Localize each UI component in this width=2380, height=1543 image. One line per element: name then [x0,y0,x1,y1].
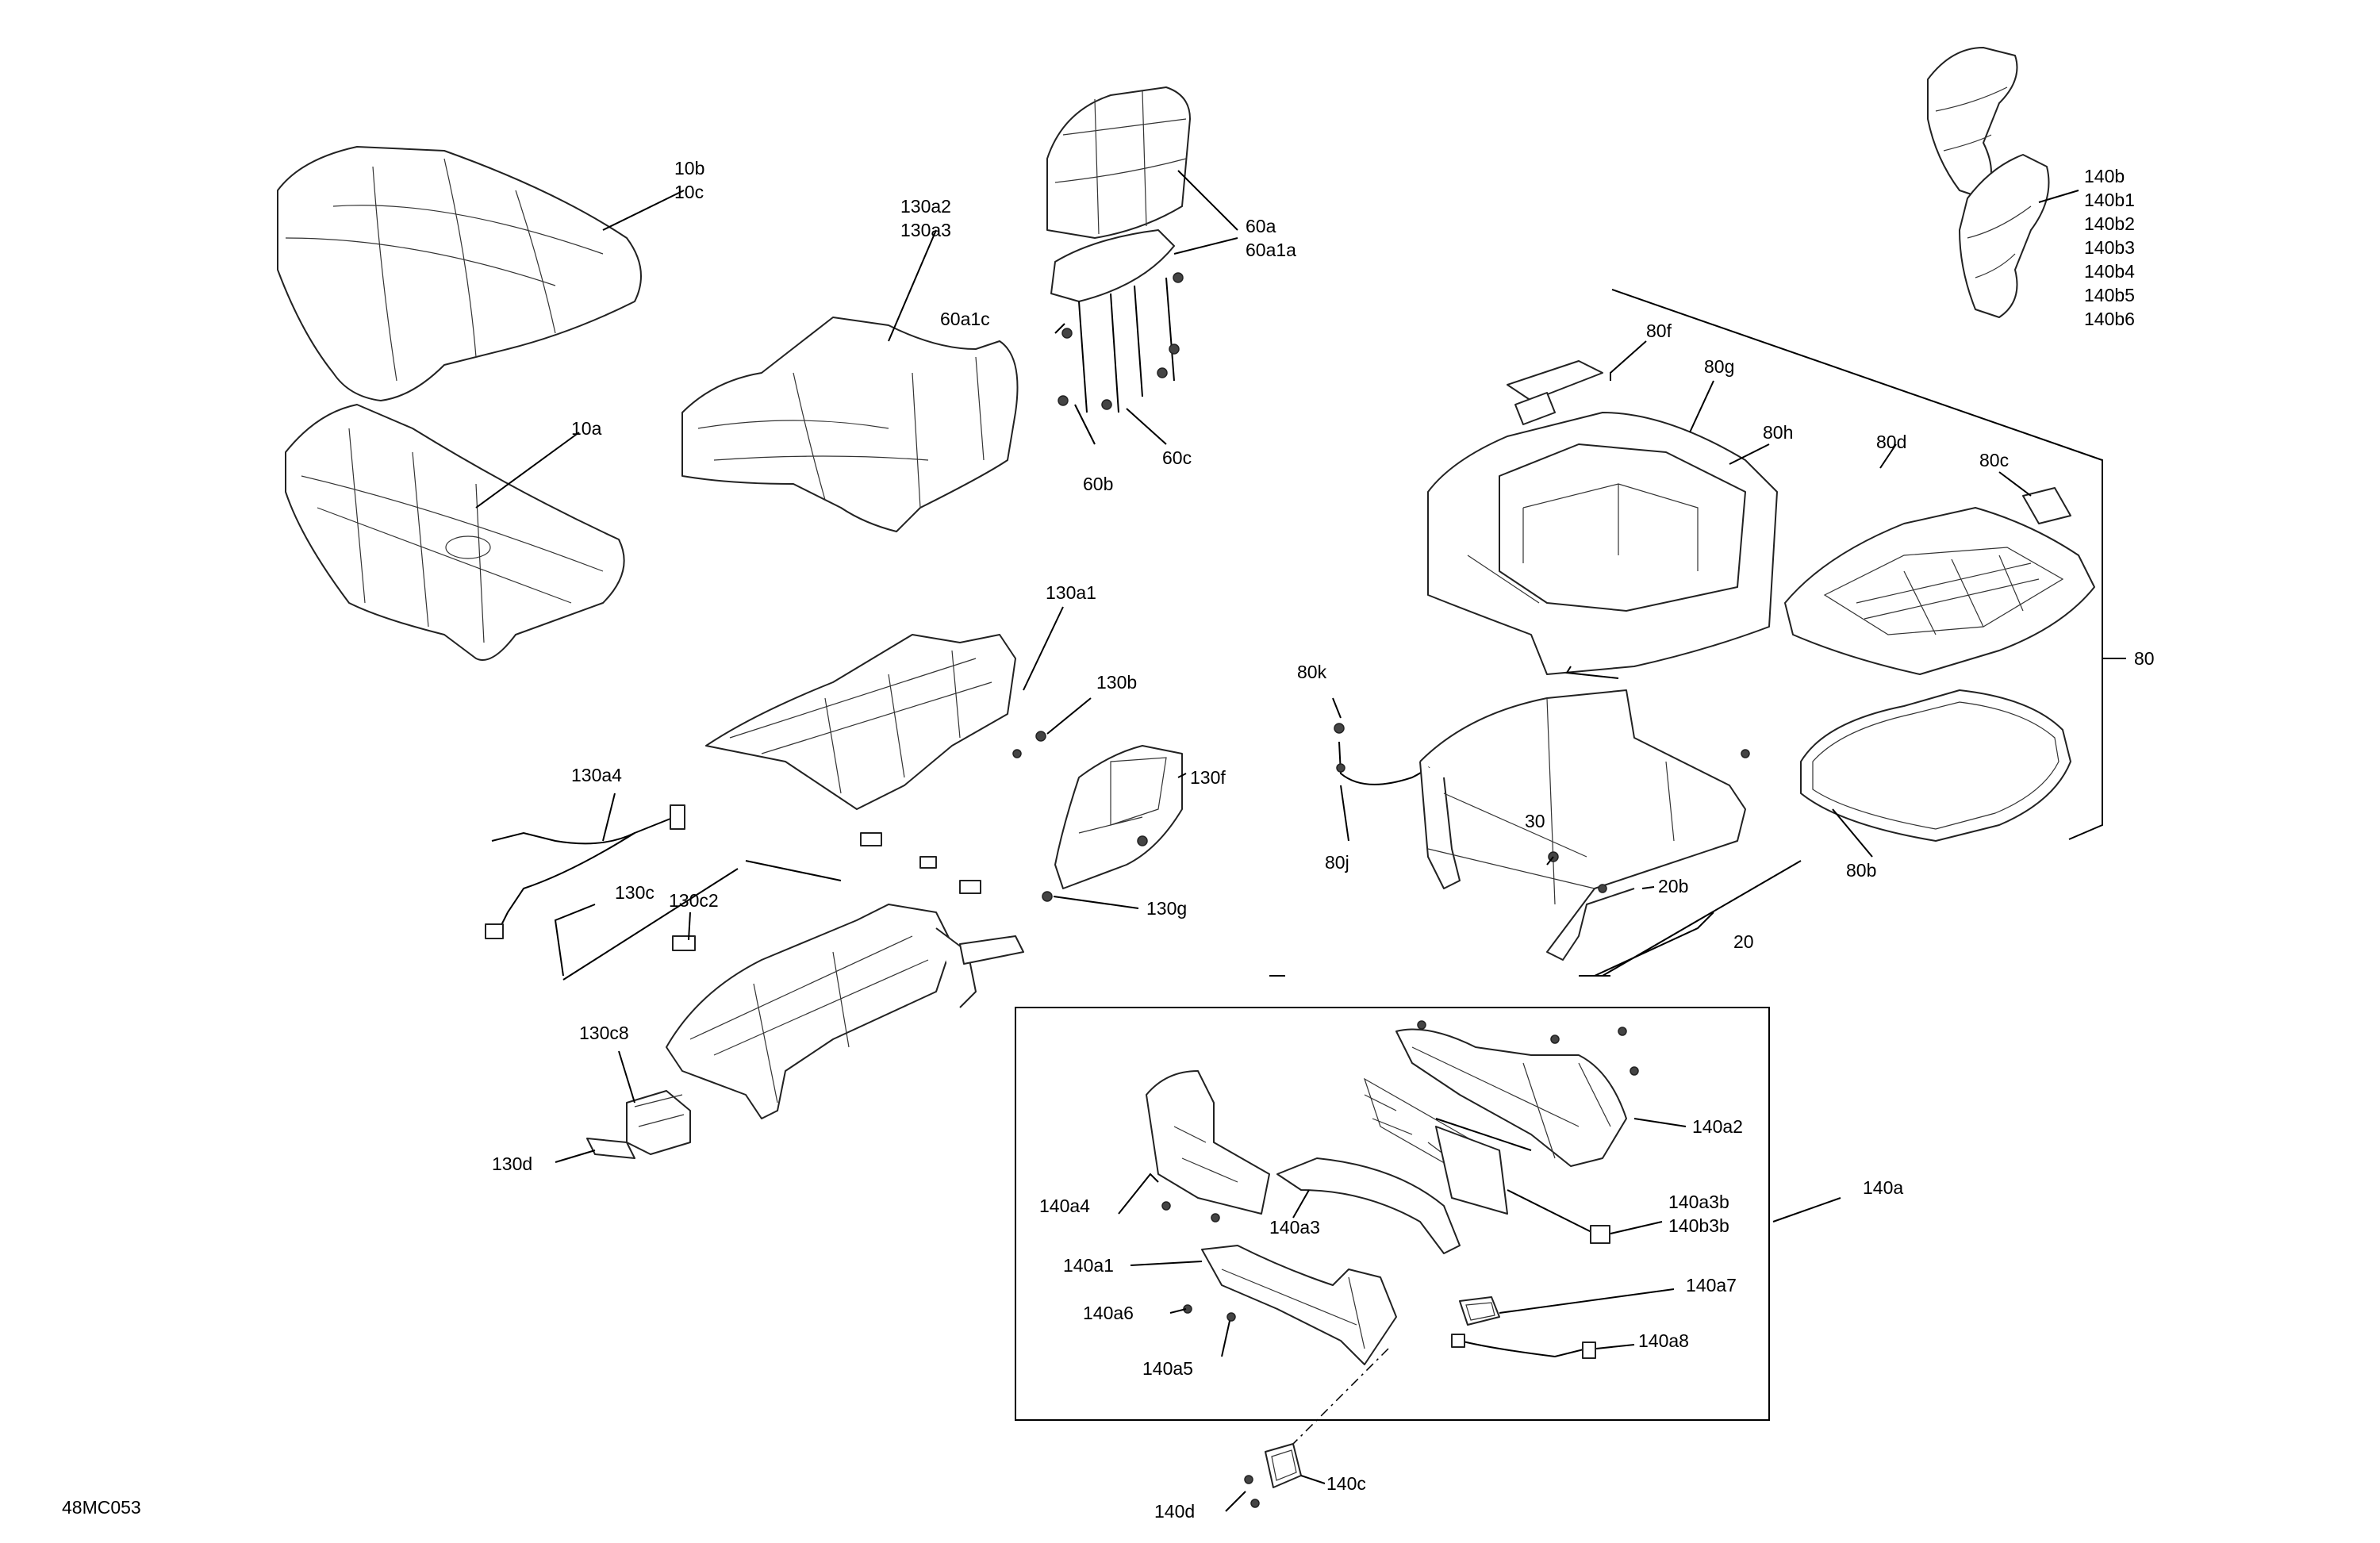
label-140a3b: 140a3b [1668,1192,1729,1212]
label-10a: 10a [571,418,602,439]
label-140a1: 140a1 [1063,1255,1114,1276]
part-labels: 10b 10c 10a 130a2 130a3 60a 60a1a 60a1c … [62,158,2155,1522]
label-140b3b: 140b3b [1668,1215,1729,1236]
label-130d: 130d [492,1153,532,1174]
bracket-part[interactable] [626,1090,691,1155]
label-140b1: 140b1 [2084,190,2135,210]
armrest-bar-part[interactable] [1276,1157,1461,1254]
label-10b: 10b [674,158,704,178]
seat-base-part[interactable] [285,404,625,661]
label-140a8: 140a8 [1638,1330,1689,1351]
latch-plate-part[interactable] [1507,360,1603,425]
label-80b: 80b [1846,860,1876,881]
assembly-axis-line [1276,1348,1389,1460]
label-140a3: 140a3 [1269,1217,1320,1238]
label-140a4: 140a4 [1039,1196,1090,1216]
backrest-part[interactable] [1046,86,1191,302]
label-140a6: 140a6 [1083,1303,1134,1323]
heat-switch-part[interactable] [1459,1296,1500,1326]
label-140d: 140d [1154,1501,1195,1522]
label-130g: 130g [1146,898,1187,919]
screw-130g[interactable] [1042,891,1053,902]
storage-bin-part[interactable] [1427,412,1778,675]
label-130b: 130b [1096,672,1137,693]
label-60a: 60a [1246,216,1276,236]
armrest-cap-part[interactable] [1146,1070,1270,1223]
label-140b5: 140b5 [2084,285,2135,305]
label-130c8: 130c8 [579,1023,629,1043]
label-130c2: 130c2 [669,890,719,911]
leader-lines [475,170,2126,1512]
label-140b4: 140b4 [2084,261,2135,282]
seat-foam-part[interactable] [681,317,1019,532]
label-130a3: 130a3 [900,220,951,240]
label-130a4: 130a4 [571,765,622,785]
label-130f: 130f [1190,767,1226,788]
label-plate-part[interactable] [586,1138,635,1159]
armrest-lower-part[interactable] [1183,1245,1397,1365]
label-140a2: 140a2 [1692,1116,1743,1137]
label-140b3: 140b3 [2084,237,2135,258]
storage-frame-part[interactable] [1419,689,1750,961]
armrest-group-box [1015,1007,1770,1421]
label-80: 80 [2134,648,2155,669]
clip-part[interactable] [2022,487,2071,524]
diagram-code: 48MC053 [62,1497,141,1518]
label-80j: 80j [1325,852,1349,873]
label-20b: 20b [1658,876,1688,896]
switch-bezel-part[interactable] [1244,1443,1302,1508]
heating-pad-part[interactable] [1363,1077,1610,1244]
label-140b: 140b [2084,166,2125,186]
label-140c: 140c [1326,1473,1366,1494]
label-80g: 80g [1704,356,1734,377]
armrest-assembly-part[interactable] [1927,47,2050,318]
label-60b: 60b [1083,474,1113,494]
label-30: 30 [1525,811,1545,831]
label-140a5: 140a5 [1142,1358,1193,1379]
label-140b6: 140b6 [2084,309,2135,329]
label-60a1a: 60a1a [1246,240,1296,260]
storage-lid-part[interactable] [1784,507,2095,675]
wiring-harness-part[interactable] [485,804,685,939]
lid-seal-part[interactable] [1800,689,2071,842]
seat-slider-frame-part[interactable] [666,904,1024,1119]
label-80d: 80d [1876,432,1906,452]
screw-130b[interactable] [1035,731,1046,742]
label-60a1c: 60a1c [940,309,990,329]
label-140a: 140a [1863,1177,1903,1198]
label-130a2: 130a2 [900,196,951,217]
label-130a1: 130a1 [1046,582,1096,603]
label-60c: 60c [1162,447,1192,468]
label-140a7: 140a7 [1686,1275,1737,1295]
armrest-main-part[interactable] [1395,1020,1639,1167]
label-80k: 80k [1297,662,1327,682]
seat-pan-part[interactable] [705,634,1016,810]
label-140b2: 140b2 [2084,213,2135,234]
label-130c: 130c [615,882,654,903]
label-80h: 80h [1763,422,1793,443]
side-cover-part[interactable] [1054,745,1183,889]
label-80c: 80c [1979,450,2009,470]
label-20: 20 [1733,931,1754,952]
screw-small[interactable] [1012,749,1022,758]
seat-cushion-part[interactable] [277,146,642,401]
backrest-support-rods[interactable] [1058,272,1184,413]
label-10c: 10c [674,182,704,202]
armrest-harness-part[interactable] [1451,1334,1596,1359]
label-80f: 80f [1646,320,1672,341]
